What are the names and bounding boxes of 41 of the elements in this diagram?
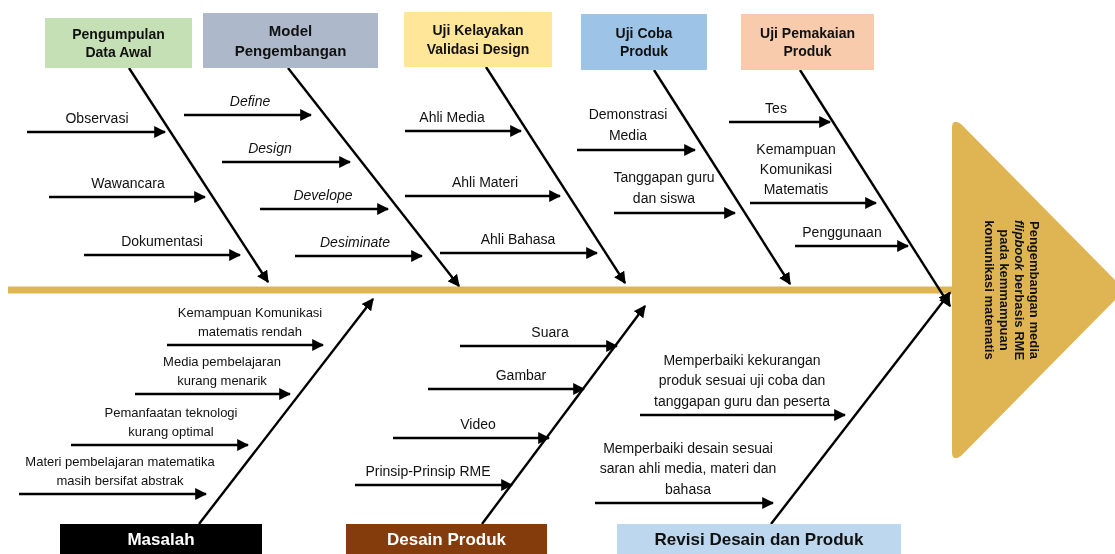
cause-label: Kemampuan Komunikasi Matematis — [755, 140, 837, 199]
bone-arrow — [128, 67, 269, 283]
category-box: Uji Pemakaian Produk — [741, 14, 874, 70]
cause-label: Video — [459, 415, 497, 434]
cause-label: Ahli Materi — [450, 173, 520, 192]
cause-label: Memperbaiki desain sesuai saran ahli media, materi dan bahasa — [598, 438, 778, 499]
category-box: Revisi Desain dan Produk — [617, 524, 901, 554]
cause-label: Suara — [530, 323, 570, 342]
cause-label: Tes — [764, 99, 788, 118]
cause-label: Dokumentasi — [120, 232, 204, 251]
cause-label: Materi pembelajaran matematika masih bersifat abstrak — [24, 453, 216, 490]
bone-arrow — [653, 69, 791, 285]
cause-label: Gambar — [494, 366, 548, 385]
category-box: Masalah — [60, 524, 262, 554]
bone-arrow — [287, 67, 460, 287]
cause-label: Media pembelajaran kurang menarik — [162, 353, 282, 390]
cause-label: Ahli Bahasa — [479, 230, 557, 249]
bone-arrow — [481, 305, 646, 525]
cause-label: Desiminate — [319, 233, 391, 252]
category-box: Uji Kelayakan Validasi Design — [404, 12, 552, 67]
cause-label: Define — [228, 92, 272, 111]
bone-arrow — [799, 69, 951, 308]
cause-label: Pemanfaatan teknologi kurang optimal — [103, 404, 239, 441]
cause-label: Develope — [292, 186, 354, 205]
cause-label: Observasi — [64, 109, 130, 128]
cause-label: Tanggapan guru dan siswa — [612, 168, 716, 208]
cause-label: Wawancara — [90, 174, 166, 193]
bone-arrow — [198, 298, 374, 525]
bone-arrow — [485, 66, 626, 284]
bone-arrow — [770, 291, 951, 525]
category-box: Pengumpulan Data Awal — [45, 18, 192, 68]
cause-label: Kemampuan Komunikasi matematis rendah — [176, 304, 324, 341]
category-box: Model Pengembangan — [203, 13, 378, 68]
category-box: Desain Produk — [346, 524, 547, 554]
category-box: Uji Coba Produk — [581, 14, 707, 70]
cause-label: Prinsip-Prinsip RME — [364, 462, 492, 481]
cause-label: Penggunaan — [801, 223, 883, 242]
cause-label: Memperbaiki kekurangan produk sesuai uji coba dan tanggapan guru dan peserta — [653, 350, 831, 411]
cause-label: Ahli Media — [418, 108, 486, 127]
cause-label: Design — [247, 139, 293, 158]
cause-label: Demonstrasi Media — [587, 105, 669, 145]
